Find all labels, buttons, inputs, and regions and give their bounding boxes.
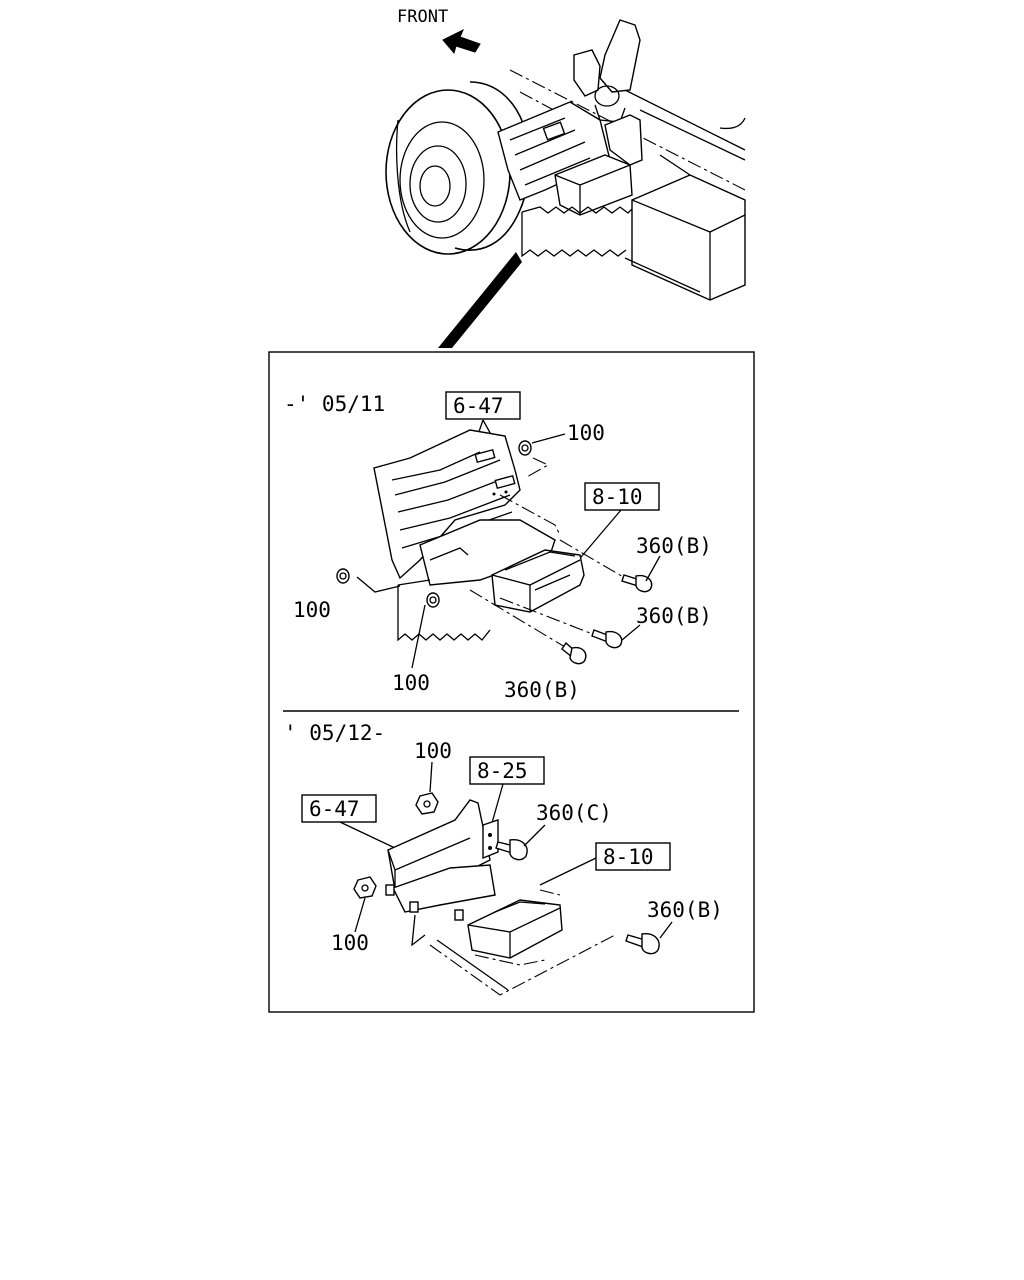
vehicle-overview: FRONT bbox=[385, 7, 746, 348]
bolt-icon bbox=[561, 641, 587, 665]
nut-icon bbox=[426, 592, 440, 608]
bracket-assembly-drawing bbox=[497, 101, 643, 258]
bracket-6-47-top-drawing bbox=[373, 429, 556, 642]
module-8-10-top-drawing bbox=[491, 549, 585, 613]
bolt-icon bbox=[591, 629, 623, 649]
nut-icon bbox=[353, 876, 377, 899]
frame-post-drawing bbox=[573, 19, 641, 123]
ref-8-10-top[interactable]: 8-10 bbox=[592, 485, 643, 509]
bracket-6-47-bottom-drawing bbox=[385, 799, 499, 947]
detail-pointer-icon bbox=[438, 252, 522, 348]
nut-icon bbox=[336, 568, 350, 584]
module-8-10-bottom-drawing bbox=[467, 899, 563, 959]
ref-8-25-bottom[interactable]: 8-25 bbox=[477, 759, 528, 783]
period-label-top: -' 05/11 bbox=[284, 392, 385, 416]
callout-360c-bolt: 360(C) bbox=[536, 801, 612, 825]
bolt-icon bbox=[621, 574, 653, 593]
front-arrow-icon bbox=[442, 28, 481, 55]
callout-100-nut-top-b: 100 bbox=[414, 739, 452, 763]
panel-top: -' 05/11 6-47 8-10 bbox=[284, 391, 712, 702]
panel-bottom: ' 05/12- 8-25 6-47 8-10 bbox=[284, 721, 723, 996]
detail-frame bbox=[268, 351, 755, 1013]
period-label-bottom: ' 05/12- bbox=[284, 721, 385, 745]
nut-icon bbox=[518, 440, 532, 456]
ref-8-10-bottom[interactable]: 8-10 bbox=[603, 845, 654, 869]
bolt-icon bbox=[495, 839, 528, 861]
front-label: FRONT bbox=[397, 7, 448, 27]
bolt-icon bbox=[625, 933, 660, 955]
ref-6-47-bottom[interactable]: 6-47 bbox=[309, 797, 360, 821]
callout-360b-bolt-2: 360(B) bbox=[636, 604, 712, 628]
callout-360b-bolt-b: 360(B) bbox=[647, 898, 723, 922]
callout-100-nut-left: 100 bbox=[293, 598, 331, 622]
callout-360b-bolt-1: 360(B) bbox=[636, 534, 712, 558]
nut-icon bbox=[415, 792, 439, 815]
ref-6-47-top[interactable]: 6-47 bbox=[453, 394, 504, 418]
callout-100-nut-left-b: 100 bbox=[331, 931, 369, 955]
battery-box-drawing bbox=[624, 154, 746, 301]
callout-100-nut-top: 100 bbox=[567, 421, 605, 445]
callout-100-nut-bottom: 100 bbox=[392, 671, 430, 695]
callout-360b-bolt-3: 360(B) bbox=[504, 678, 580, 702]
